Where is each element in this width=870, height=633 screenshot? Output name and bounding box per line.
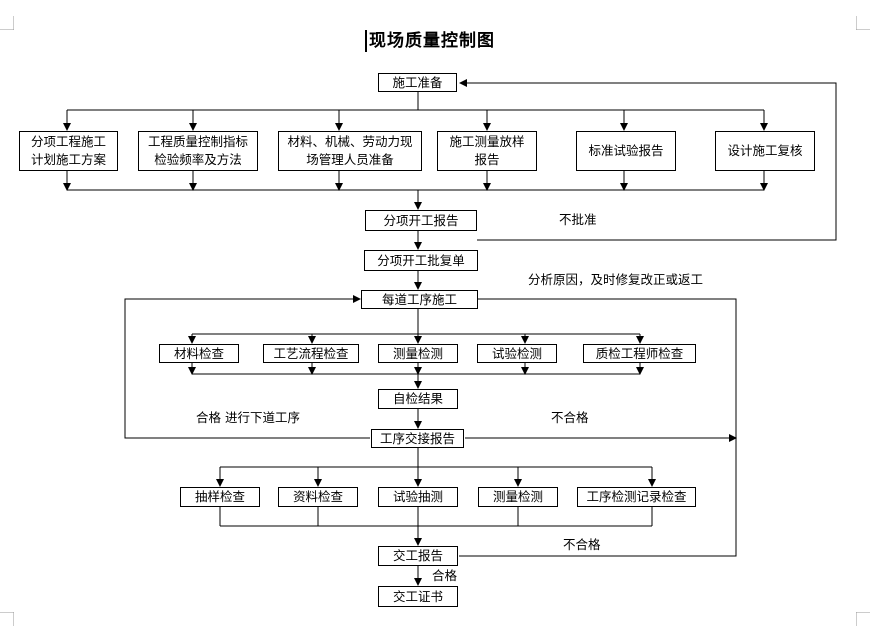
box-design-review: 设计施工复核 <box>715 131 815 171</box>
page-title: 现场质量控制图 <box>365 30 495 52</box>
label-fail-1: 不合格 <box>551 410 589 425</box>
box-process-flow-check: 工艺流程检查 <box>263 344 359 363</box>
label-fail-2: 不合格 <box>563 537 601 552</box>
box-self-check-result: 自检结果 <box>378 389 458 409</box>
box-quality-indicators: 工程质量控制指标 检验频率及方法 <box>138 131 258 171</box>
box-each-process: 每道工序施工 <box>361 290 478 309</box>
box-document-check: 资料检查 <box>278 487 358 507</box>
label-pass-next: 合格 进行下道工序 <box>196 410 300 425</box>
box-construction-prep: 施工准备 <box>378 73 457 92</box>
box-measurement-check: 测量检测 <box>378 344 458 363</box>
box-start-report: 分项开工报告 <box>365 210 477 231</box>
box-sampling-check: 抽样检查 <box>180 487 260 507</box>
box-measurement-check-2: 测量检测 <box>478 487 558 507</box>
label-analyze-repair: 分析原因，及时修复改正或返工 <box>528 272 704 287</box>
box-test-sampling: 试验抽测 <box>378 487 458 507</box>
box-record-check: 工序检测记录检查 <box>577 487 696 507</box>
label-not-approved: 不批准 <box>559 212 597 227</box>
box-start-approval: 分项开工批复单 <box>364 250 478 271</box>
box-construction-plan: 分项工程施工 计划施工方案 <box>19 131 118 171</box>
box-material-check: 材料检查 <box>159 344 239 363</box>
box-test-check: 试验检测 <box>477 344 557 363</box>
box-qe-check: 质检工程师检查 <box>583 344 696 363</box>
box-standard-test-report: 标准试验报告 <box>576 131 676 171</box>
box-survey-report: 施工测量放样 报告 <box>437 131 537 171</box>
label-pass: 合格 <box>432 568 458 583</box>
box-completion-report: 交工报告 <box>378 546 458 566</box>
box-completion-certificate: 交工证书 <box>378 586 458 607</box>
box-resources-prep: 材料、机械、劳动力现 场管理人员准备 <box>278 131 422 171</box>
box-handover-report: 工序交接报告 <box>371 429 464 448</box>
